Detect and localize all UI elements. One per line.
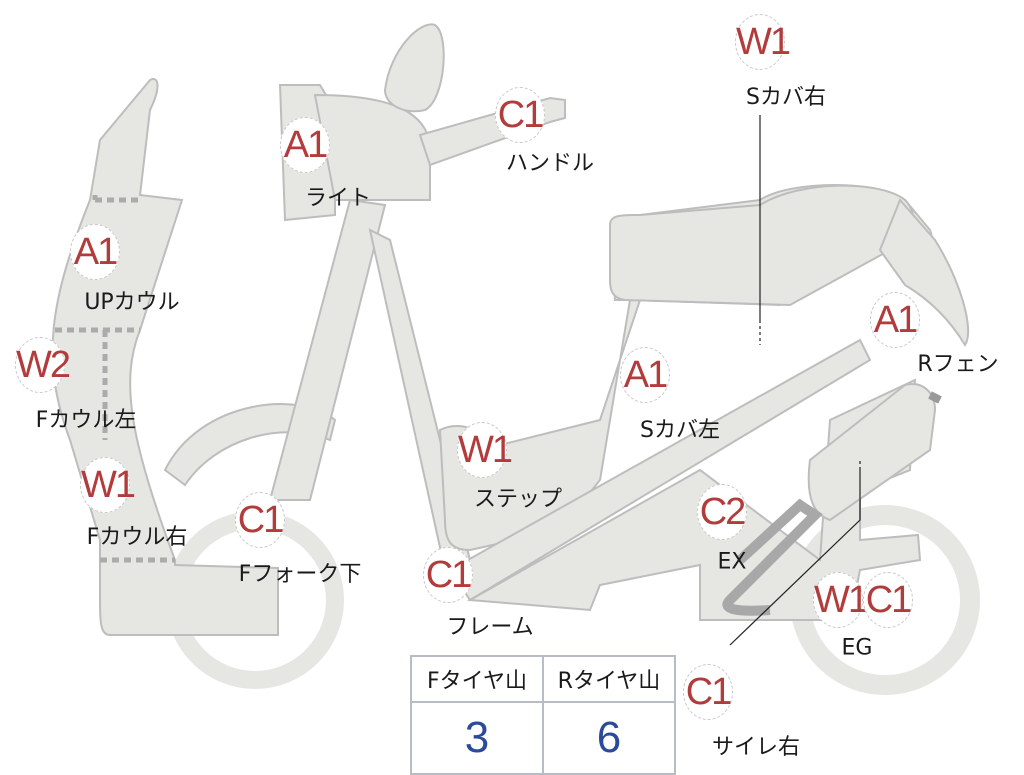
- front-cowl: [51, 78, 279, 636]
- grade-badge-engine-1: W1: [813, 572, 869, 628]
- mirror: [383, 23, 445, 113]
- part-label-handle: ハンドル: [505, 151, 595, 176]
- fork: [268, 198, 387, 501]
- part-label-step: ステップ: [473, 487, 563, 512]
- part-label-engine: EG: [841, 635, 873, 661]
- part-label-light: ライト: [304, 186, 372, 211]
- part-label-f-cowl-right: Fカウル右: [86, 525, 188, 550]
- part-label-frame: フレーム: [446, 615, 534, 640]
- grade-badge-engine-2: C1: [863, 572, 913, 628]
- grade-badge-s-cover-left: A1: [620, 347, 670, 403]
- front-tire-header: Fタイヤ山: [410, 655, 544, 703]
- part-label-up-cowl: UPカウル: [84, 290, 180, 315]
- seat: [609, 184, 915, 307]
- rear-fender: [878, 198, 970, 347]
- part-label-s-cover-left: Sカバ左: [640, 418, 720, 443]
- part-label-r-fender: Rフェン: [917, 352, 999, 377]
- front-tire-value: 3: [410, 701, 544, 775]
- grade-badge-f-cowl-right: W1: [80, 457, 136, 513]
- grade-badge-frame: C1: [423, 547, 473, 603]
- grade-badge-f-cowl-left: W2: [15, 337, 71, 393]
- exhaust: [722, 498, 823, 616]
- cowl-divider: [55, 195, 175, 563]
- grade-badge-exhaust: C2: [697, 484, 747, 540]
- rear-tire-value: 6: [542, 701, 676, 775]
- part-label-f-fork-lower: Fフォーク下: [238, 562, 362, 587]
- tire-tread-table: Fタイヤ山 Rタイヤ山 3 6: [410, 655, 676, 775]
- part-label-exhaust: EX: [717, 549, 747, 575]
- grade-badge-up-cowl: A1: [70, 224, 120, 280]
- grade-badge-step: W1: [457, 422, 513, 478]
- grade-badge-s-cover-right: W1: [735, 14, 791, 70]
- grade-badge-muffler-right: C1: [683, 664, 733, 720]
- grade-badge-handle: C1: [495, 87, 545, 143]
- grade-badge-f-fork-lower: C1: [235, 492, 285, 548]
- grade-badge-r-fender: A1: [870, 292, 920, 348]
- part-label-f-cowl-left: Fカウル左: [35, 408, 137, 433]
- rear-tire-header: Rタイヤ山: [542, 655, 676, 703]
- grade-badge-light: A1: [280, 117, 330, 173]
- part-label-muffler-right: サイレ右: [711, 735, 801, 760]
- engine: [807, 383, 937, 522]
- part-label-s-cover-right: Sカバ右: [746, 85, 826, 110]
- leader-line-muffler: [729, 470, 861, 646]
- rear-shock: [928, 391, 942, 404]
